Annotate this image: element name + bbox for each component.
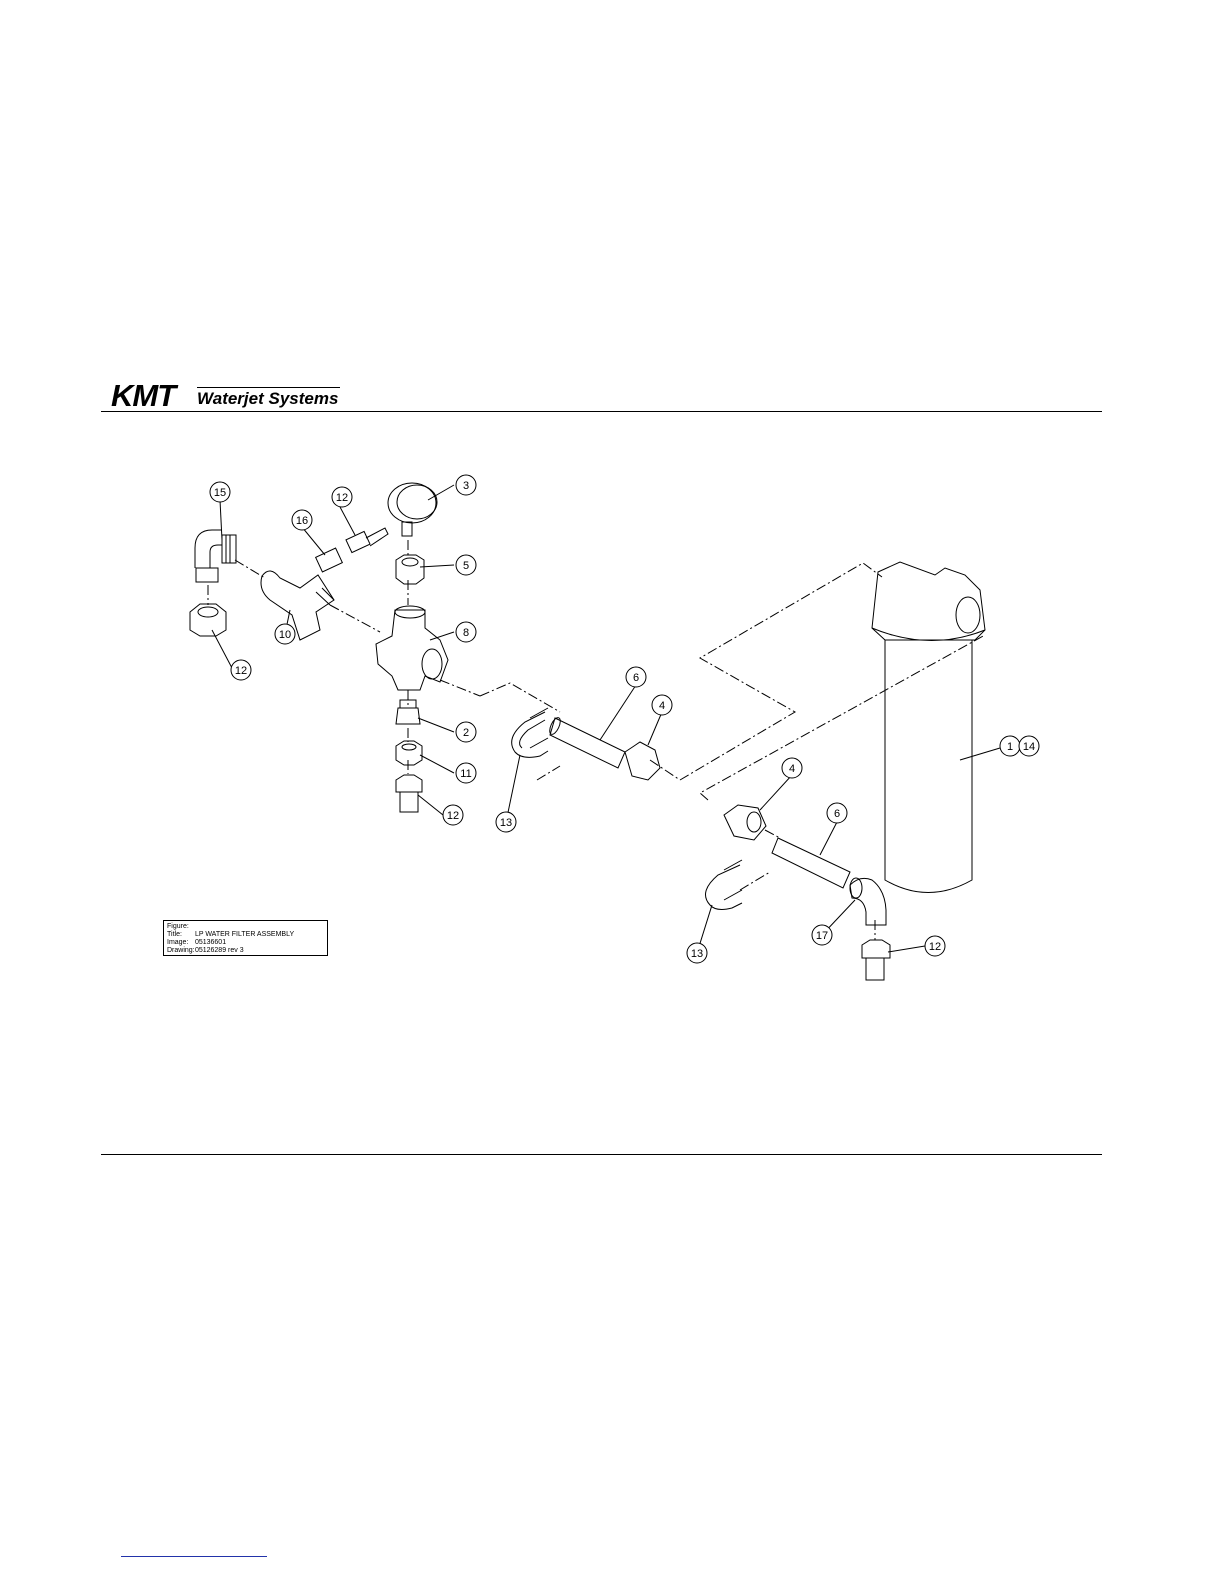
figure-title-row: Title: LP WATER FILTER ASSEMBLY: [167, 931, 324, 939]
callout-3: 3: [463, 480, 469, 492]
part-3-gauge: [388, 483, 437, 536]
part-12-barb-bottom: [862, 940, 890, 980]
part-4-reducer-lower: [724, 805, 766, 840]
callout-6-lower: 6: [834, 808, 840, 820]
callout-12-left: 12: [235, 665, 247, 677]
callout-4-upper: 4: [659, 700, 665, 712]
callout-10: 10: [279, 629, 291, 641]
figure-heading: Figure:: [167, 923, 324, 931]
part-1-filter-housing: [872, 562, 1000, 893]
figure-info-box: Figure: Title: LP WATER FILTER ASSEMBLY …: [163, 920, 328, 956]
callout-8: 8: [463, 627, 469, 639]
footer-divider: [101, 1154, 1102, 1155]
part-12-bushing-left: [190, 604, 226, 636]
part-12-barb-top: [346, 528, 388, 553]
part-4-reducer-upper: [625, 742, 660, 780]
callout-13-upper: 13: [500, 817, 512, 829]
callout-14: 14: [1023, 741, 1035, 753]
part-13-ubolt-upper: [512, 708, 548, 757]
callout-1: 1: [1007, 741, 1013, 753]
part-8-cross: [376, 606, 448, 690]
figure-image-value: 05136601: [195, 939, 226, 946]
part-5-bushing: [396, 555, 424, 584]
callout-11: 11: [460, 768, 471, 780]
callout-6-upper: 6: [633, 672, 639, 684]
part-6-pipe-lower: [772, 838, 850, 888]
callout-5: 5: [463, 560, 469, 572]
part-15-elbow: [195, 530, 236, 582]
figure-drawing-label: Drawing:: [167, 947, 193, 955]
part-12-barb-middle: [396, 775, 422, 812]
callout-4-lower: 4: [789, 763, 795, 775]
figure-drawing-row: Drawing: 05126289 rev 3: [167, 947, 324, 955]
callout-13-lower: 13: [691, 948, 703, 960]
part-16-nipple: [316, 548, 343, 572]
figure-image-label: Image:: [167, 939, 193, 947]
figure-title-label: Title:: [167, 931, 193, 939]
part-17-elbow: [850, 878, 886, 925]
callout-12-mid: 12: [447, 810, 459, 822]
callout-12-bottom: 12: [929, 941, 941, 953]
figure-image-row: Image: 05136601: [167, 939, 324, 947]
callout-15: 15: [214, 487, 226, 499]
figure-drawing-value: 05126289 rev 3: [195, 947, 244, 954]
callout-12-top: 12: [336, 492, 348, 504]
figure-title-value: LP WATER FILTER ASSEMBLY: [195, 931, 294, 938]
part-10-tee: [261, 571, 334, 640]
part-13-ubolt-lower: [706, 860, 743, 909]
callout-16: 16: [296, 515, 308, 527]
part-6-pipe-upper: [548, 716, 625, 768]
callout-2: 2: [463, 727, 469, 739]
callout-17: 17: [816, 930, 828, 942]
link-underline[interactable]: [121, 1556, 267, 1557]
leader-lines: [212, 485, 925, 953]
part-11-bushing: [396, 741, 422, 765]
